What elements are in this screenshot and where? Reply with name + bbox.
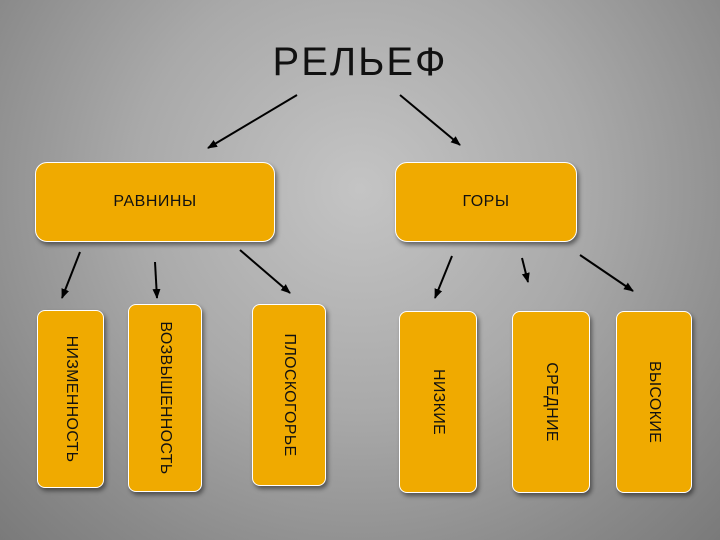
high-mountains-box: ВЫСОКИЕ	[616, 311, 692, 493]
mountains-box: ГОРЫ	[395, 162, 577, 242]
lowland-box: НИЗМЕННОСТЬ	[37, 310, 104, 488]
middle-mountains-label: СРЕДНИЕ	[543, 362, 560, 442]
low-mountains-label: НИЗКИЕ	[430, 368, 447, 436]
arrow-title-to-plains	[207, 94, 298, 149]
upland-box: ВОЗВЫШЕННОСТЬ	[128, 304, 202, 492]
arrow-mountains-to-low	[434, 255, 453, 299]
high-mountains-label: ВЫСОКИЕ	[646, 360, 663, 444]
arrow-mountains-to-high	[579, 254, 634, 292]
plateau-label: ПЛОСКОГОРЬЕ	[281, 333, 298, 457]
arrow-title-to-mountains	[399, 94, 461, 146]
upland-label: ВОЗВЫШЕННОСТЬ	[157, 321, 174, 475]
plains-box: РАВНИНЫ	[35, 162, 275, 242]
mountains-label: ГОРЫ	[462, 193, 510, 210]
middle-mountains-box: СРЕДНИЕ	[512, 311, 590, 493]
plains-label: РАВНИНЫ	[113, 193, 197, 210]
low-mountains-box: НИЗКИЕ	[399, 311, 477, 493]
arrow-plains-to-plateau	[239, 249, 291, 294]
arrow-plains-to-upland	[152, 261, 161, 299]
plateau-box: ПЛОСКОГОРЬЕ	[252, 304, 326, 486]
arrow-mountains-to-middle	[521, 257, 530, 283]
diagram-title: РЕЛЬЕФ	[272, 40, 448, 84]
arrow-plains-to-lowland	[61, 251, 81, 299]
lowland-label: НИЗМЕННОСТЬ	[62, 335, 80, 463]
